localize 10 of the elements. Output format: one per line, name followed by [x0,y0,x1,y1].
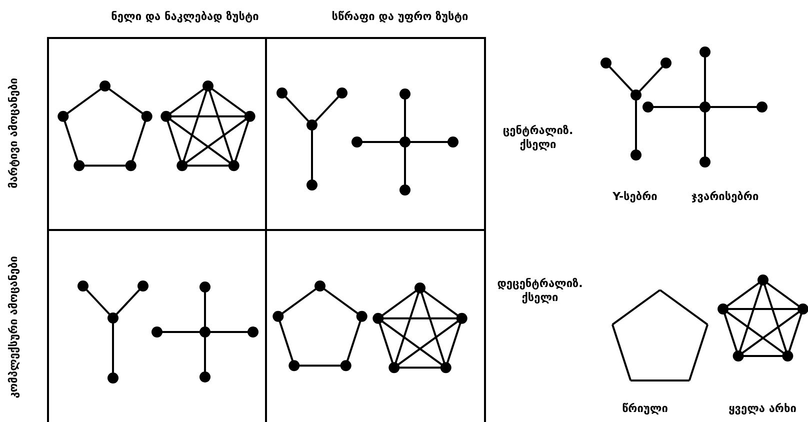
column-header: სწრაფი და უფრო ზუსტი [330,10,470,24]
network-name: წრიული [621,402,669,416]
network-type-label: დეცენტრალიზ. ქსელი [496,277,584,306]
network-name: ყველა არხი [728,402,798,416]
network-name: ჯვარისებრი [690,190,760,204]
column-header: ნელი და ნაკლებად ზუსტი [110,10,260,24]
row-header: მარტივი ამოცანები [6,76,21,190]
row-header: კომპლექსური ამოცანები [6,255,21,400]
network-name: Y-სებრი [612,190,658,204]
network-type-label: ცენტრალიზ. ქსელი [502,124,574,153]
